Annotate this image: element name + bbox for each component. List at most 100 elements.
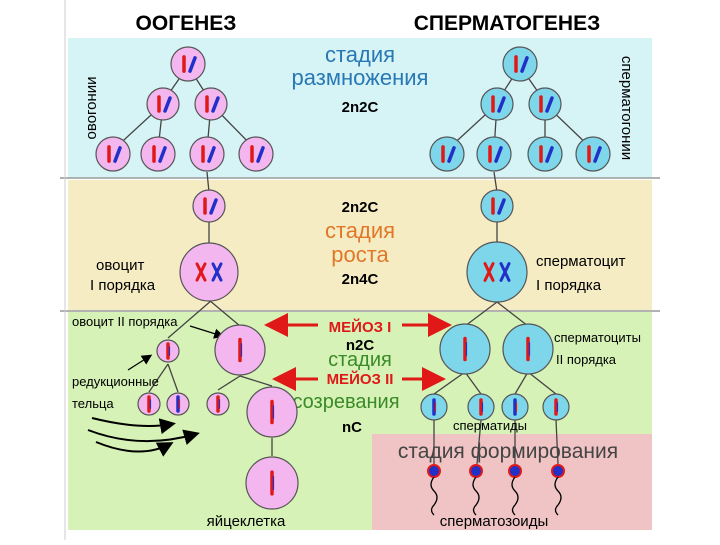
oogonium-cell-1: [170, 46, 206, 82]
oocyte2-pointer-line: [189, 325, 225, 339]
ploidy-maturation: nC: [342, 419, 362, 436]
spermatocyte2-cell-b: [502, 323, 554, 375]
spermatocyte2-cell-a: [439, 323, 491, 375]
spermatid-cell-3: [501, 393, 529, 421]
egg-cell: [245, 456, 299, 510]
label-spermatids: сперматиды: [453, 418, 527, 433]
oocyte2-cell: [214, 324, 266, 376]
title-oogenesis: ООГЕНЕЗ: [136, 12, 237, 35]
chromosome: [256, 146, 265, 163]
oogonium-cell-4: [95, 136, 131, 172]
spermatocyte-growth-cell-membrane: [480, 189, 514, 223]
chromosome: [158, 146, 167, 163]
spermatogonium-cell-2: [480, 87, 514, 121]
oogonium-cell-5-membrane: [140, 136, 176, 172]
label-spermatocyte2-line1: сперматоциты: [554, 330, 641, 345]
label-egg: яйцеклетка: [207, 513, 286, 530]
spermatogonium-cell-5: [476, 136, 512, 172]
oogonium-cell-7: [238, 136, 274, 172]
spermatozoon-head: [427, 464, 441, 478]
sperm-layer: [427, 464, 565, 516]
chromosome: [545, 146, 554, 163]
oogonium-cell-4-membrane: [95, 136, 131, 172]
polar-body-1-cell: [156, 339, 180, 363]
spermatozoon-head: [551, 464, 565, 478]
spermatogonium-cell-1-membrane: [502, 46, 538, 82]
label-spermatogonia: сперматогонии: [618, 56, 635, 160]
spermatozoon-head: [508, 464, 522, 478]
ploidy-meiosis-1: n2C: [346, 337, 375, 354]
meiosis-2-label: МЕЙОЗ II: [327, 370, 394, 388]
ploidy-growth-top: 2n2C: [342, 199, 379, 216]
polar-body-4-cell: [206, 392, 230, 416]
polar-arrow-2: [87, 429, 200, 445]
stage-reproduction-line2: размножения: [292, 65, 429, 90]
spermatozoon-tail: [511, 476, 519, 516]
stage-growth-line2: роста: [331, 242, 389, 267]
chromosome: [497, 96, 506, 113]
spermatozoon-tail: [430, 476, 438, 516]
label-spermatocyte1-line1: сперматоцит: [536, 253, 626, 270]
title-spermatogenesis: СПЕРМАТОГЕНЕЗ: [414, 12, 601, 35]
chromosome: [113, 146, 122, 163]
oogonium-cell-6-membrane: [189, 136, 225, 172]
polar-body-3-cell: [166, 392, 190, 416]
spermatozoon-3: [508, 464, 522, 516]
chromosome: [209, 198, 218, 215]
oogonium-cell-5: [140, 136, 176, 172]
spermatozoon-head: [469, 464, 483, 478]
spermatogonium-cell-4: [429, 136, 465, 172]
chromosome: [211, 262, 223, 282]
spermatogonium-cell-3: [528, 87, 562, 121]
spermatocyte1-cell-membrane: [466, 241, 528, 303]
spermatozoon-tail: [472, 476, 480, 516]
oogonium-cell-2-membrane: [146, 87, 180, 121]
spermatocyte-growth-cell: [480, 189, 514, 223]
spermatid-cell-2: [467, 393, 495, 421]
label-oogonia: овогонии: [83, 76, 100, 139]
chromosome: [211, 96, 220, 113]
oogonium-cell-2: [146, 87, 180, 121]
spermatogonium-cell-7-membrane: [575, 136, 611, 172]
spermatogonium-cell-5-membrane: [476, 136, 512, 172]
chromosome: [494, 146, 503, 163]
stage-maturation-line1: стадия: [328, 349, 392, 371]
stage-formation-label: стадия формирования: [398, 440, 618, 463]
spermatid-cell-1: [420, 393, 448, 421]
spermatogonium-cell-2-membrane: [480, 87, 514, 121]
chromosome: [188, 56, 197, 73]
label-oocyte1-line1: овоцит: [96, 257, 144, 274]
spermatozoon-1: [427, 464, 441, 516]
chromosome: [163, 96, 172, 113]
spermatogonium-cell-4-membrane: [429, 136, 465, 172]
oocyte-growth-cell-membrane: [192, 189, 226, 223]
ploidy-reproduction: 2n2C: [342, 99, 379, 116]
oogonium-cell-3-membrane: [194, 87, 228, 121]
chromosome: [593, 146, 602, 163]
stage-reproduction-line1: стадия: [325, 42, 395, 67]
chromosome: [207, 146, 216, 163]
chromosome: [497, 198, 506, 215]
band-growth: [68, 180, 652, 310]
oocyte1-cell: [179, 242, 239, 302]
label-oocyte2: овоцит II порядка: [72, 314, 178, 329]
oocyte-growth-cell: [192, 189, 226, 223]
oogonium-cell-6: [189, 136, 225, 172]
cells-layer: [95, 46, 611, 510]
stage-growth-line1: стадия: [325, 218, 395, 243]
chromosome: [447, 146, 456, 163]
oocyte1-cell-membrane: [179, 242, 239, 302]
polar-arrow-3: [95, 441, 174, 457]
oogonium-cell-7-membrane: [238, 136, 274, 172]
spermatogonium-cell-6: [527, 136, 563, 172]
oogonium-cell-1-membrane: [170, 46, 206, 82]
ootid-cell: [246, 386, 298, 438]
label-spermatocyte2-line2: II порядка: [556, 352, 617, 367]
spermatozoon-4: [551, 464, 565, 516]
spermatocyte1-cell: [466, 241, 528, 303]
meiosis-1-label: МЕЙОЗ I: [329, 318, 392, 336]
spermatogonium-cell-3-membrane: [528, 87, 562, 121]
chromosome: [499, 262, 511, 282]
polar-arrow-1: [91, 417, 176, 435]
